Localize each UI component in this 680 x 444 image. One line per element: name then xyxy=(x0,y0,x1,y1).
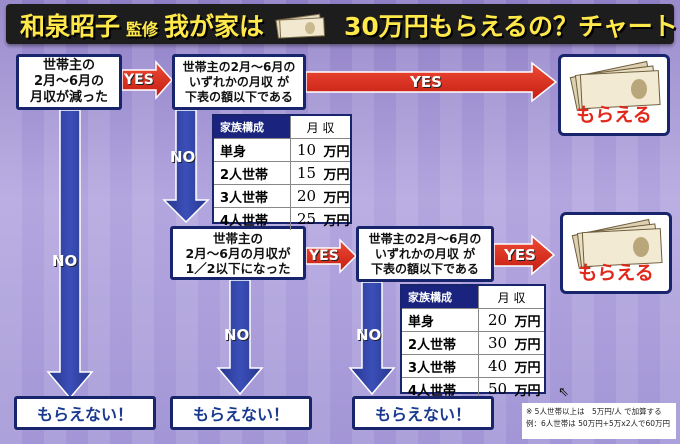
decision-q2-text: 世帯主の2月〜6月の いずれかの月収 が 下表の額以下である xyxy=(182,59,296,104)
result-no-3: もらえない！ xyxy=(352,396,494,430)
decision-q1-text: 世帯主の 2月〜6月の 月収が減った xyxy=(29,58,108,105)
table1-unit: 万円 xyxy=(323,190,350,206)
result-yes-2-label: もらえる xyxy=(578,262,654,284)
table2-header-family: 家族構成 xyxy=(402,286,479,308)
income-table-2: 家族構成 月 収 単身 20 万円 2人世帯 30 万円 3人世帯 40 万円 4人世… xyxy=(400,284,546,400)
table1-header-income: 月 収 xyxy=(306,120,335,135)
table-row: 3人世帯 40 万円 xyxy=(402,354,544,377)
yes-label-q4: YES xyxy=(504,246,536,264)
result-no-1-label: もらえない！ xyxy=(36,405,133,424)
supervisor-name: 和泉昭子 xyxy=(20,12,121,41)
cursor-arrow-icon: ⇖ xyxy=(558,385,569,400)
result-no-3-label: もらえない！ xyxy=(374,405,471,424)
table-row: 2人世帯 30 万円 xyxy=(402,331,544,354)
result-yes-1-label: もらえる xyxy=(576,104,652,126)
table1-header: 家族構成 月 収 xyxy=(214,116,350,138)
arrow-yes-q2 xyxy=(305,61,558,103)
result-no-2-label: もらえない！ xyxy=(192,405,289,424)
footnote-line2: 例：6人世帯は 50万円+5万x2人で60万円 xyxy=(526,419,671,428)
arrow-yes-q1 xyxy=(121,60,174,100)
table-row: 単身 20 万円 xyxy=(402,308,544,331)
yes-label-q1: YES xyxy=(124,72,154,88)
table2-family: 2人世帯 xyxy=(402,332,479,354)
decision-q4: 世帯主の2月〜6月の いずれかの月収 が 下表の額以下である xyxy=(356,226,494,282)
table2-unit: 万円 xyxy=(514,337,541,353)
arrow-no-q2 xyxy=(162,109,210,224)
table2-unit: 万円 xyxy=(514,314,541,330)
table-row: 単身 10 万円 xyxy=(214,138,350,161)
supervisor-suffix: 監修 xyxy=(126,20,159,39)
table1-amount: 15 xyxy=(296,164,317,182)
decision-q4-text: 世帯主の2月〜6月の いずれかの月収 が 下表の額以下である xyxy=(368,231,482,276)
no-label-q3: NO xyxy=(224,326,250,344)
table1-family: 4人世帯 xyxy=(214,208,291,230)
table2-header: 家族構成 月 収 xyxy=(402,286,544,308)
table-row: 2人世帯 15 万円 xyxy=(214,161,350,184)
table-row: 4人世帯 50 万円 xyxy=(402,377,544,400)
table2-amount: 20 xyxy=(487,311,508,329)
arrow-yes-q3 xyxy=(305,238,358,274)
decision-q2: 世帯主の2月〜6月の いずれかの月収 が 下表の額以下である xyxy=(172,54,306,110)
arrow-yes-q4 xyxy=(493,234,556,276)
income-table-1: 家族構成 月 収 単身 10 万円 2人世帯 15 万円 3人世帯 20 万円 4人世… xyxy=(212,114,352,230)
banknote-icon xyxy=(275,13,326,39)
title-bar: 和泉昭子 監修 我が家は 30万円もらえるの？チャート xyxy=(6,4,678,44)
table2-amount: 50 xyxy=(487,380,508,398)
table1-header-family: 家族構成 xyxy=(214,116,291,138)
banknote-stack-icon xyxy=(569,60,661,111)
table1-family: 単身 xyxy=(214,139,291,161)
no-label-q4: NO xyxy=(356,326,382,344)
arrow-no-q1 xyxy=(46,109,94,400)
footnote: ※ 5人世帯以上は 5万円/人 で加算する 例：6人世帯は 50万円+5万x2人… xyxy=(522,403,676,439)
table1-family: 2人世帯 xyxy=(214,162,291,184)
no-label-q1: NO xyxy=(52,252,78,270)
footnote-line1: ※ 5人世帯以上は 5万円/人 で加算する xyxy=(526,407,662,416)
yes-label-q2: YES xyxy=(410,73,442,91)
yes-label-q3: YES xyxy=(309,248,339,264)
table2-family: 単身 xyxy=(402,309,479,331)
result-no-1: もらえない！ xyxy=(14,396,156,430)
decision-q3: 世帯主の 2月〜6月の月収が 1／2以下になった xyxy=(170,226,306,280)
table1-unit: 万円 xyxy=(323,167,350,183)
arrow-no-q4 xyxy=(348,281,396,396)
table-row: 3人世帯 20 万円 xyxy=(214,184,350,207)
title-part1: 我が家は xyxy=(164,12,265,41)
result-no-2: もらえない！ xyxy=(170,396,312,430)
table1-amount: 10 xyxy=(296,141,317,159)
table2-unit: 万円 xyxy=(514,383,541,399)
decision-q3-text: 世帯主の 2月〜6月の月収が 1／2以下になった xyxy=(185,230,291,276)
table1-amount: 20 xyxy=(296,187,317,205)
table1-amount: 25 xyxy=(296,210,317,228)
no-label-q2: NO xyxy=(170,148,196,166)
table1-unit: 万円 xyxy=(323,213,350,229)
table2-amount: 30 xyxy=(487,334,508,352)
table2-amount: 40 xyxy=(487,357,508,375)
result-yes-1: もらえる xyxy=(558,54,670,136)
table2-header-income: 月 収 xyxy=(497,290,526,305)
table1-unit: 万円 xyxy=(323,144,350,160)
table2-family: 4人世帯 xyxy=(402,378,479,400)
table2-unit: 万円 xyxy=(514,360,541,376)
decision-q1: 世帯主の 2月〜6月の 月収が減った xyxy=(16,54,122,110)
banknote-stack-icon xyxy=(571,218,663,269)
table-row: 4人世帯 25 万円 xyxy=(214,207,350,230)
result-yes-2: もらえる xyxy=(560,212,672,294)
table1-family: 3人世帯 xyxy=(214,185,291,207)
arrow-no-q3 xyxy=(216,279,264,396)
table2-family: 3人世帯 xyxy=(402,355,479,377)
title-part2: 30万円もらえるの？チャート xyxy=(344,12,678,41)
